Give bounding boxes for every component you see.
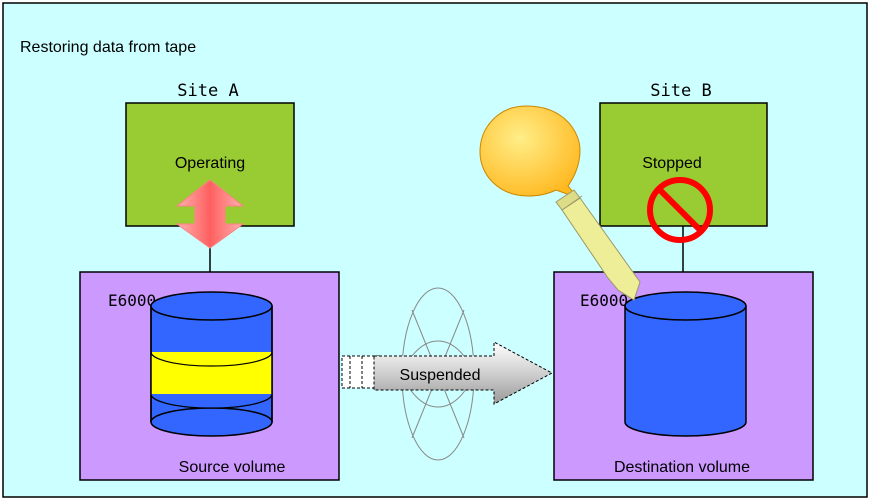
source-disk-band — [152, 353, 271, 393]
diagram-title: Restoring data from tape — [20, 39, 196, 56]
source-disk-band-top — [150, 351, 273, 367]
pencil-arrow-icon — [555, 189, 641, 301]
site-a-server-status: Operating — [175, 155, 245, 172]
suspended-label: Suspended — [400, 367, 481, 384]
prohibited-sign-icon — [647, 177, 713, 243]
site-b-server-status: Stopped — [642, 155, 702, 172]
source-volume-label: Source volume — [179, 459, 286, 476]
source-disk-band-bottom — [150, 393, 273, 409]
site-b-label: Site B — [650, 81, 711, 101]
suspended-arrow — [373, 341, 554, 405]
destination-volume-label: Destination volume — [614, 459, 750, 476]
site-b-server — [599, 102, 768, 227]
site-a-storage-model: E6000 — [108, 291, 156, 310]
double-headed-arrow-icon — [175, 179, 245, 249]
destination-disk-cylinder-icon — [624, 291, 747, 437]
site-b-storage-model: E6000 — [580, 291, 628, 310]
speech-bubble-icon — [479, 105, 581, 200]
site-a-label: Site A — [177, 81, 238, 101]
